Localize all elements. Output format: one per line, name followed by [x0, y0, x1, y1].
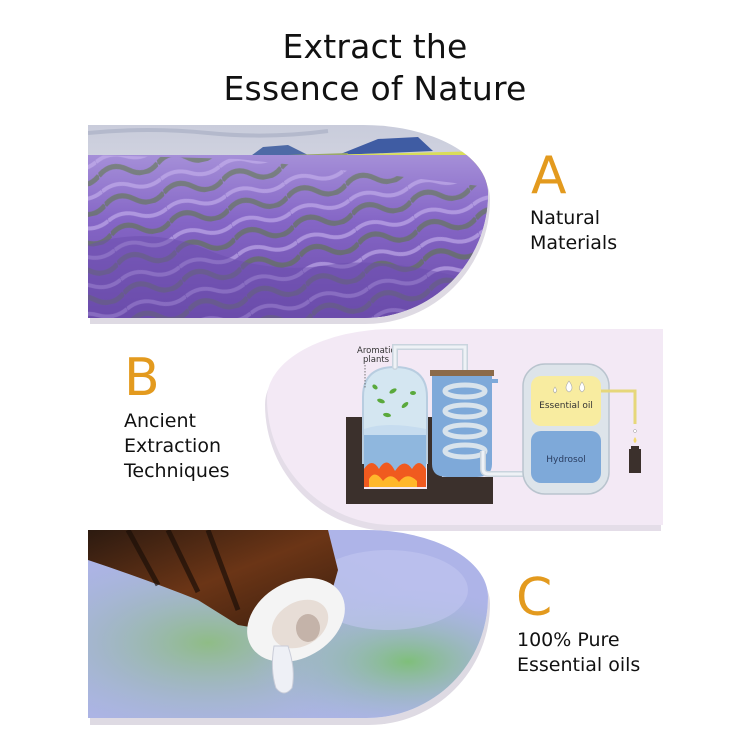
section-a-letter: A — [531, 146, 567, 206]
furnace-shape — [346, 417, 493, 504]
section-b-letter: B — [124, 348, 160, 408]
label-hydrosol: Hydrosol — [546, 455, 586, 465]
section-b-caption: Ancient Extraction Techniques — [124, 409, 230, 484]
label-aromatic-plants-2: plants — [363, 355, 390, 365]
collection-bottle — [629, 449, 641, 473]
section-c-caption-line-2: Essential oils — [517, 654, 641, 676]
page-title: Extract the Essence of Nature — [0, 26, 750, 110]
section-c-letter: C — [516, 568, 553, 628]
label-essential-oil: Essential oil — [539, 401, 593, 411]
section-b-caption-line-2: Extraction — [124, 435, 221, 457]
label-aromatic-plants: Aromatic — [357, 346, 396, 356]
dropper-bottle-image — [88, 530, 488, 718]
section-a-caption: Natural Materials — [530, 206, 617, 256]
lavender-field-illustration — [88, 125, 488, 318]
distillation-illustration: Aromatic plants Essential oil Hydrosol — [346, 344, 641, 504]
section-a-caption-line-1: Natural — [530, 207, 601, 229]
dropper-bottle-illustration — [88, 530, 488, 718]
section-b-caption-line-3: Techniques — [124, 460, 230, 482]
hydrosol-chamber — [531, 431, 601, 483]
title-line-1: Extract the — [282, 27, 468, 66]
section-b-caption-line-1: Ancient — [124, 410, 196, 432]
distillation-diagram: Aromatic plants Essential oil Hydrosol — [267, 329, 663, 525]
section-c-caption-line-1: 100% Pure — [517, 629, 620, 651]
title-line-2: Essence of Nature — [223, 69, 527, 108]
lavender-field-image — [88, 125, 488, 318]
section-c-caption: 100% Pure Essential oils — [517, 628, 640, 678]
section-a-caption-line-2: Materials — [530, 232, 618, 254]
